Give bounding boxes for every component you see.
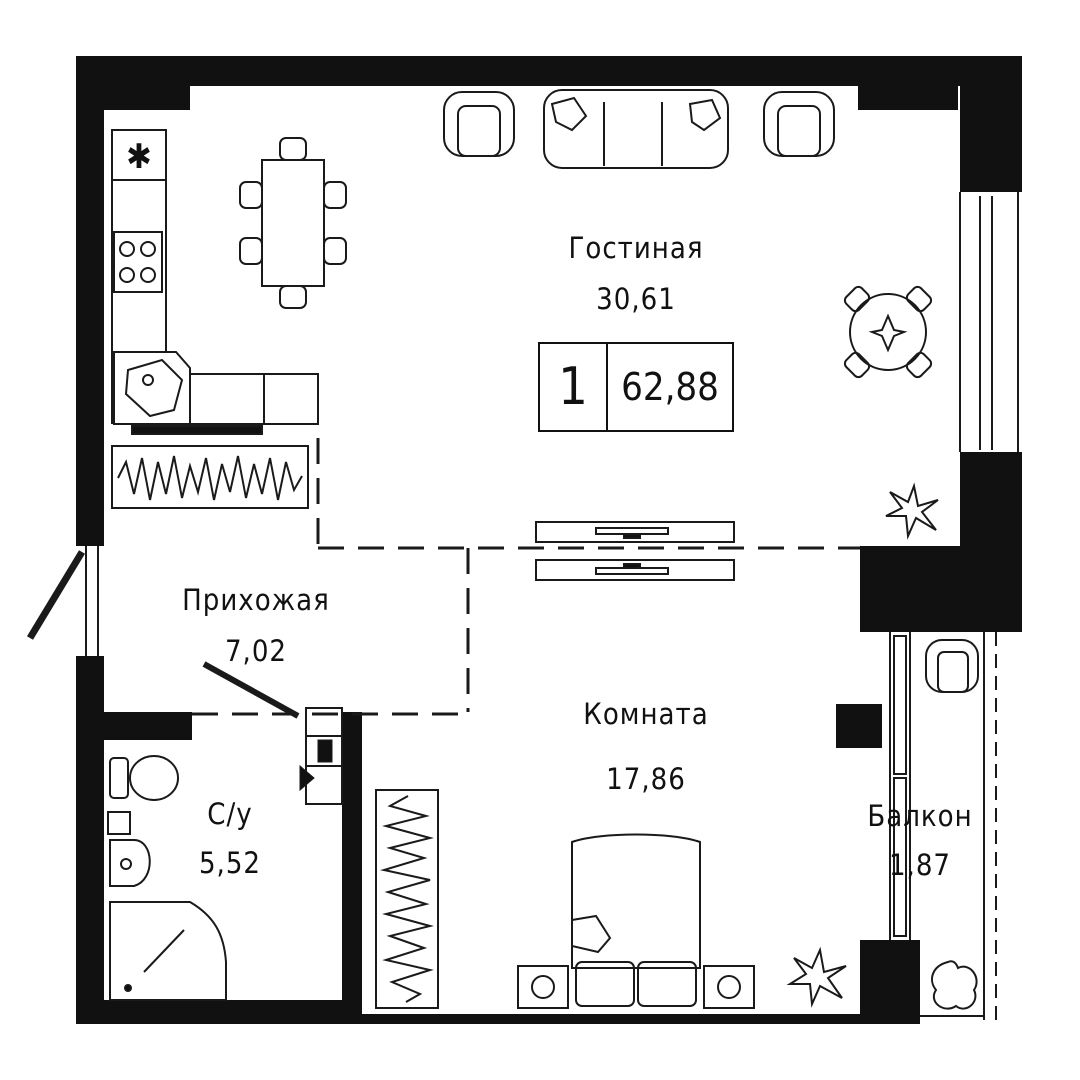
room-area: 30,61 xyxy=(596,282,676,316)
room-name: Прихожая xyxy=(182,583,330,617)
room-label-bedroom: Комната 17,86 xyxy=(583,700,708,794)
zone-boundaries xyxy=(192,438,860,716)
room-label-balcony: Балкон 1,87 xyxy=(867,802,972,880)
bathroom-fixtures xyxy=(107,755,227,1001)
room-area: 5,52 xyxy=(198,846,262,880)
room-label-hallway: Прихожая 7,02 xyxy=(182,586,330,666)
walls xyxy=(76,56,1022,1024)
wardrobes xyxy=(111,445,439,1009)
sofa-group xyxy=(443,89,835,169)
room-name: Балкон xyxy=(867,799,973,833)
total-area: 62,88 xyxy=(621,365,719,409)
fridge-icon: ✱ xyxy=(126,137,152,177)
room-area: 17,86 xyxy=(606,762,686,796)
living-window xyxy=(959,192,1019,452)
room-name: С/у xyxy=(207,797,253,831)
plant-icons xyxy=(786,482,978,1010)
tv-units xyxy=(535,521,735,581)
entrance-door xyxy=(27,546,99,656)
room-name: Гостиная xyxy=(568,231,704,265)
room-label-living: Гостиная 30,61 xyxy=(568,234,703,314)
balcony xyxy=(889,632,997,1020)
rooms-count: 1 xyxy=(540,344,608,430)
kitchen xyxy=(111,129,319,435)
room-label-bathroom: С/у 5,52 xyxy=(199,800,261,878)
apartment-summary-badge: 1 62,88 xyxy=(538,342,734,432)
dining-table xyxy=(239,137,347,309)
room-area: 1,87 xyxy=(888,848,952,882)
room-area: 7,02 xyxy=(224,634,288,668)
hall-door xyxy=(202,661,343,805)
balcony-armchair xyxy=(925,639,979,693)
room-name: Комната xyxy=(583,697,709,731)
bed xyxy=(517,833,755,1009)
round-table xyxy=(843,285,933,379)
